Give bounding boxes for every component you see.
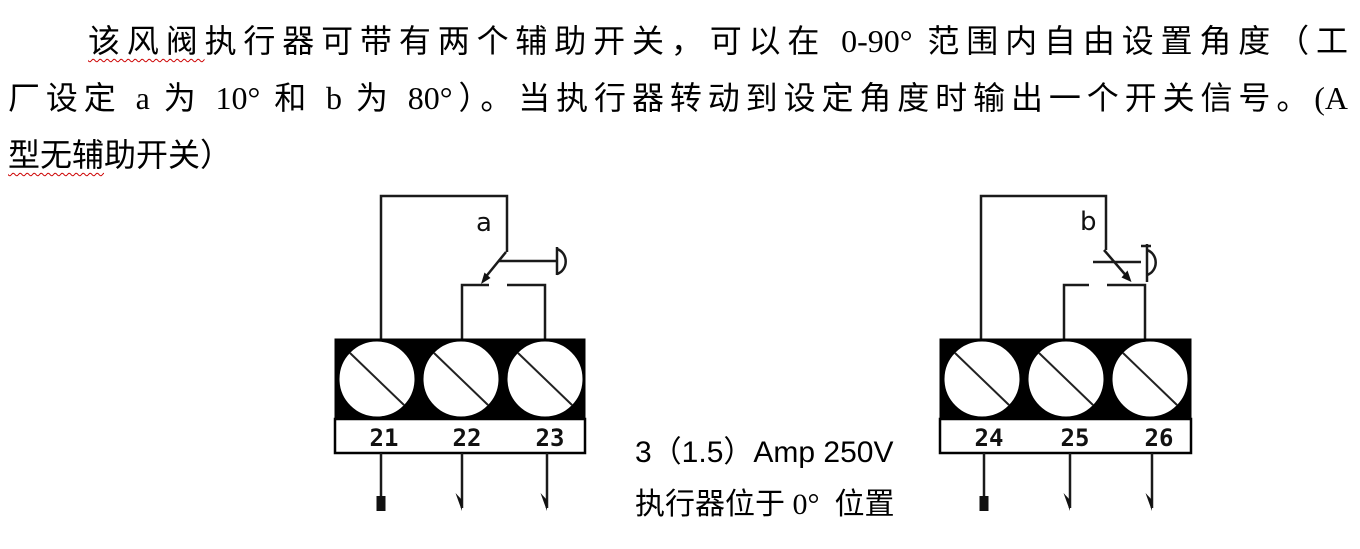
wire-contact-22 — [460, 283, 489, 340]
lead-wires — [979, 453, 1154, 511]
switch-lever — [483, 251, 507, 280]
wire-contact-23 — [507, 283, 547, 340]
terminal-number-strip — [333, 417, 587, 455]
terminal-number: 26 — [1145, 424, 1174, 452]
cam-follower-icon — [555, 247, 567, 276]
paragraph-line-2: 厂设定 a 为 10° 和 b 为 80°）。当执行器转动到设定角度时输出一个开… — [8, 70, 1348, 127]
screw-terminals — [942, 339, 1190, 419]
paragraph-text: 执行器可带有两个辅助开关，可以在 0-90° 范围内自由设置角度（工 — [204, 23, 1348, 59]
terminal-number: 23 — [536, 424, 565, 452]
screw-slot — [1122, 352, 1178, 406]
switch-b-label: b — [1080, 207, 1097, 237]
screw-slot — [349, 352, 405, 406]
lever-contact-arrow — [481, 272, 491, 284]
terminal-number: 24 — [975, 424, 1004, 452]
lever-contact-arrow — [1121, 270, 1132, 282]
contact-rating-caption: 3（1.5）Amp 250V — [635, 436, 894, 469]
lead-21-terminator — [376, 496, 386, 511]
screw-terminals — [337, 339, 585, 419]
spellcheck-flagged-text: 型无辅 — [8, 137, 105, 173]
wire-feed-24 — [979, 194, 1108, 340]
wire-contact-25 — [1062, 283, 1089, 340]
screw-slot — [1038, 352, 1094, 406]
lead-22-arrow — [455, 493, 462, 511]
switch-a-label: a — [476, 208, 492, 238]
lead-24-terminator — [979, 496, 989, 511]
screw-slot — [433, 352, 489, 406]
wire-feed-21 — [379, 194, 509, 340]
lead-23-arrow — [540, 493, 547, 511]
screw-slot — [954, 352, 1010, 406]
paragraph-text: 助开关） — [104, 137, 233, 173]
terminal-number-strip — [938, 417, 1193, 455]
lead-25-arrow — [1063, 493, 1070, 511]
terminal-number: 21 — [370, 424, 399, 452]
lead-wires — [376, 453, 549, 511]
paragraph-line-1: 该风阀执行器可带有两个辅助开关，可以在 0-90° 范围内自由设置角度（工 — [8, 13, 1348, 70]
terminal-number: 25 — [1061, 424, 1090, 452]
switch-a-diagram: a 21 22 23 — [333, 194, 587, 511]
lead-26-arrow — [1145, 493, 1152, 511]
paragraph-line-3: 型无辅助开关） — [8, 127, 1348, 184]
screw-slot — [517, 352, 573, 406]
terminal-number: 22 — [453, 424, 482, 452]
intro-paragraph: 该风阀执行器可带有两个辅助开关，可以在 0-90° 范围内自由设置角度（工 厂设… — [0, 13, 1360, 184]
paragraph-text: 厂设定 a 为 10° 和 b 为 80°）。当执行器转动到设定角度时输出一个开… — [8, 80, 1348, 116]
actuator-position-caption: 执行器位于 0° 位置 — [635, 488, 895, 521]
switch-b-diagram: b 24 25 26 — [938, 194, 1193, 511]
spellcheck-flagged-text: 该风阀 — [88, 23, 205, 59]
wire-contact-26 — [1107, 283, 1147, 340]
cam-follower-icon — [1141, 244, 1157, 282]
